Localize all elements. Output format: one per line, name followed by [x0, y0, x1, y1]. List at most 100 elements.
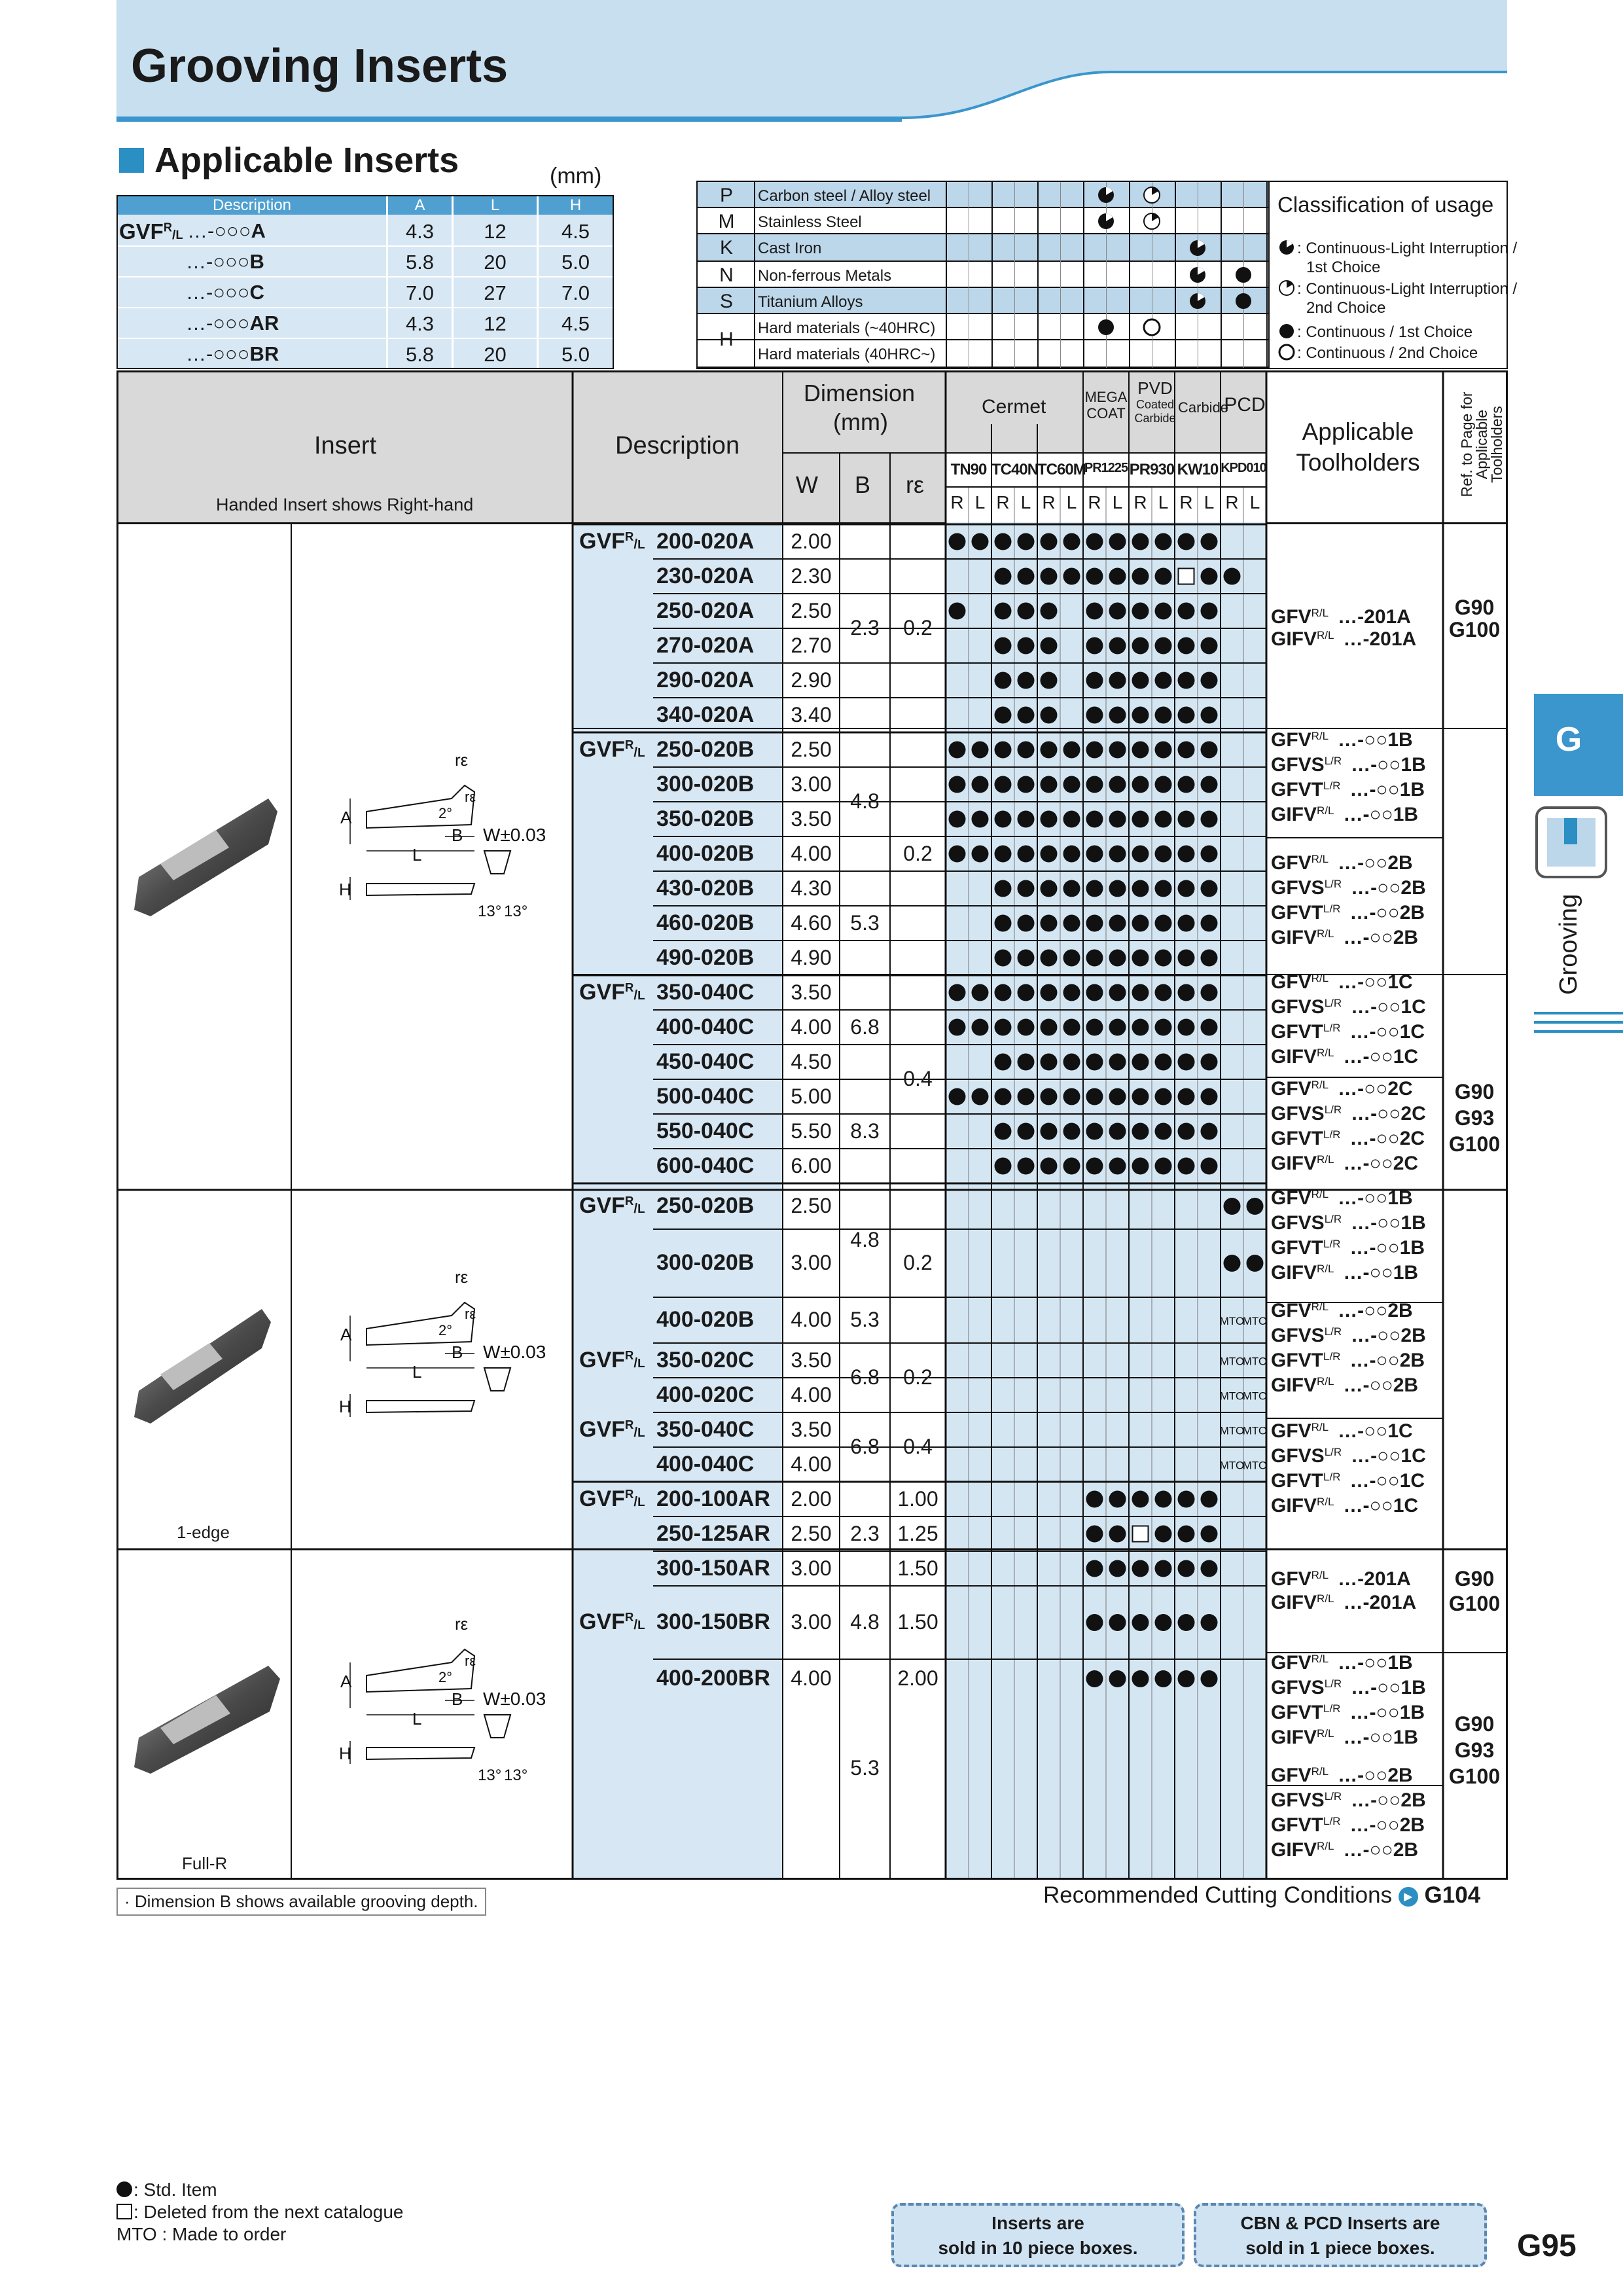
section-marker: [119, 148, 144, 173]
row-b: 5.3: [850, 910, 880, 935]
row-re: 0.4: [903, 1067, 933, 1090]
holder-line: GIFVR/L…-○○2B: [1271, 1839, 1419, 1861]
std-item-dot: [1154, 1670, 1172, 1687]
row-prefix: GVFR/L: [579, 1347, 645, 1372]
std-item-dot: [1040, 533, 1058, 550]
dims-l: 12: [484, 312, 507, 335]
material-name: Stainless Steel: [758, 213, 862, 231]
std-item-dot: [1086, 672, 1103, 689]
row-description: 460-020B: [656, 910, 755, 935]
row-b: 8.3: [850, 1119, 880, 1143]
label-re: rε: [465, 1306, 476, 1322]
std-item-dot: [1086, 810, 1103, 828]
std-item-dot: [1154, 567, 1172, 585]
mto-mark: MTO: [1220, 1460, 1244, 1472]
std-item-dot: [1200, 672, 1218, 689]
label-13deg: 13°: [478, 903, 501, 920]
std-item-dot: [1200, 567, 1218, 585]
holder-line: GFVTL/R…-○○2B: [1271, 1814, 1425, 1836]
std-item-dot: [1109, 1490, 1126, 1508]
holder-line: GFVSL/R…-○○1B: [1271, 1677, 1426, 1698]
material-code: M: [718, 211, 735, 232]
mto-mark: MTO: [1243, 1425, 1267, 1437]
std-item-dot: [1177, 672, 1195, 689]
material-row: [698, 340, 1268, 368]
material-code: S: [719, 291, 733, 312]
std-item-dot: [1177, 602, 1195, 620]
std-item-dot: [1154, 776, 1172, 793]
std-item-dot: [1086, 1560, 1103, 1577]
usage-text: : Continuous / 2nd Choice: [1297, 344, 1478, 362]
std-item-dot: [1086, 914, 1103, 932]
std-item-dot: [1040, 1018, 1058, 1036]
std-item-dot: [1177, 1157, 1195, 1175]
row-description: 200-020A: [656, 528, 755, 554]
material-row: [698, 182, 1268, 208]
holder-line: GFVR/L…-201A: [1271, 1568, 1411, 1590]
std-item-dot: [1200, 949, 1218, 967]
std-item-dot: [1177, 914, 1195, 932]
std-item-dot: [1017, 914, 1035, 932]
page-number: G95: [1517, 2229, 1577, 2263]
std-item-dot: [1086, 533, 1103, 550]
std-item-dot: [1017, 1053, 1035, 1071]
holder-line: GFVR/L…-○○2B: [1271, 1300, 1413, 1321]
std-item-dot: [1154, 533, 1172, 550]
std-item-dot: [1177, 1560, 1195, 1577]
recommended-link[interactable]: Recommended Cutting Conditions ► G104: [1043, 1882, 1480, 1909]
row-w: 3.50: [791, 1417, 832, 1441]
row-w: 2.50: [791, 1521, 832, 1545]
material-code: N: [719, 264, 734, 286]
std-item-dot: [1132, 1560, 1149, 1577]
label-re: rε: [465, 1653, 476, 1669]
material-grid-col: [946, 182, 947, 368]
std-item-dot: [1040, 949, 1058, 967]
mto-mark: MTO: [1220, 1315, 1244, 1327]
std-item-dot: [1154, 1614, 1172, 1631]
row-re: 0.4: [903, 1435, 933, 1458]
row-w: 3.40: [791, 702, 832, 726]
holder-line: GFVR/L…-○○1C: [1271, 1420, 1413, 1442]
dims-h: 4.5: [561, 220, 590, 243]
std-item-dot: [994, 984, 1012, 1001]
holder-line: GFVTL/R…-○○2B: [1271, 902, 1425, 924]
material-name: Cast Iron: [758, 240, 822, 257]
grade-name: PR930: [1129, 461, 1175, 478]
std-item-dot: [1109, 741, 1126, 759]
header-pcd: PCD: [1224, 394, 1266, 416]
std-item-dot: [1086, 1525, 1103, 1543]
holder-line: GFVR/L…-○○1B: [1271, 1187, 1413, 1209]
label-b: B: [452, 1689, 463, 1709]
std-item-dot: [1200, 1525, 1218, 1543]
ref-page: G100: [1448, 1592, 1501, 1615]
dims-code: …-○○○C: [186, 281, 264, 304]
side-tab[interactable]: [1534, 694, 1623, 796]
std-item-dot: [1200, 637, 1218, 655]
holder-line: GFVSL/R…-○○1C: [1271, 996, 1426, 1018]
std-item-dot: [1132, 880, 1149, 897]
std-item-dot: [1086, 1053, 1103, 1071]
dims-row-line: [118, 338, 613, 339]
row-w: 4.00: [791, 1382, 832, 1407]
std-item-dot: [1063, 1122, 1080, 1140]
row-re: 1.00: [897, 1486, 938, 1511]
row-w: 2.90: [791, 668, 832, 692]
std-item-dot: [971, 810, 989, 828]
std-item-dot: [1154, 845, 1172, 863]
header-applicable: Applicable Toolholders: [1296, 418, 1420, 476]
hand-letter: L: [1066, 492, 1077, 512]
std-item-dot: [1177, 880, 1195, 897]
std-item-dot: [994, 1053, 1012, 1071]
mto-mark: MTO: [1220, 1390, 1244, 1403]
std-item-dot: [994, 741, 1012, 759]
open-circle-icon: [1278, 344, 1295, 361]
header-dimension-unit: (mm): [833, 408, 888, 435]
dims-prefix: GVFR/L: [119, 219, 183, 243]
material-row: [698, 262, 1268, 288]
label-2deg: 2°: [438, 1669, 452, 1685]
row-w: 4.60: [791, 910, 832, 935]
holder-line: GIFVR/L…-○○1B: [1271, 1262, 1419, 1283]
holder-line: GFVTL/R…-○○1C: [1271, 1021, 1425, 1043]
